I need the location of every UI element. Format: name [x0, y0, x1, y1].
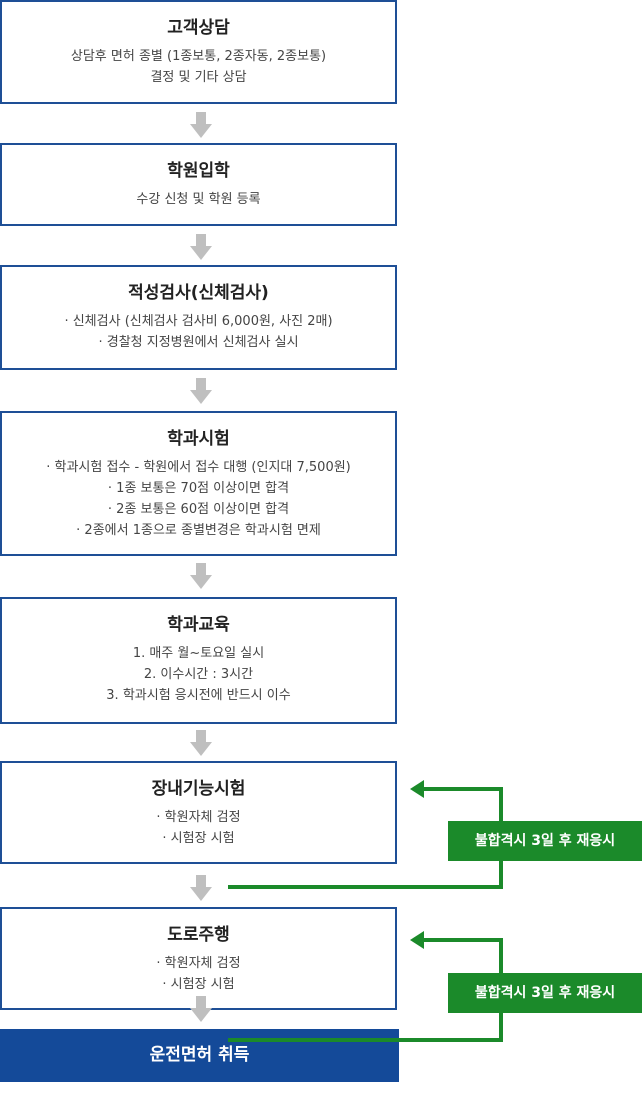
step-line: 수강 신청 및 학원 등록 — [136, 192, 261, 207]
down-arrow-icon — [190, 563, 212, 589]
step-line: · 1종 보통은 70점 이상이면 합격 — [107, 481, 290, 496]
step-enrollment: 학원입학 수강 신청 및 학원 등록 — [0, 143, 397, 226]
down-arrow-icon — [190, 996, 212, 1022]
step-line: 상담후 면허 종별 (1종보통, 2종자동, 2종보통) — [70, 49, 327, 64]
step-title: 학과시험 — [167, 429, 230, 449]
step-aptitude-test: 적성검사(신체검사) · 신체검사 (신체검사 검사비 6,000원, 사진 2… — [0, 265, 397, 370]
down-arrow-icon — [190, 730, 212, 756]
step-line: · 학원자체 검정 — [156, 956, 241, 971]
retry-label-road-test: 불합격시 3일 후 재응시 — [448, 973, 642, 1013]
step-title: 도로주행 — [167, 925, 230, 945]
final-step-license-obtained: 운전면허 취득 — [0, 1029, 399, 1082]
step-line: · 2종 보통은 60점 이상이면 합격 — [107, 502, 290, 517]
step-line: 1. 매주 월~토요일 실시 — [132, 646, 265, 661]
step-line: · 시험장 시험 — [162, 977, 235, 992]
step-line: · 2종에서 1종으로 종별변경은 학과시험 면제 — [76, 523, 321, 538]
step-course-skill-test: 장내기능시험 · 학원자체 검정 · 시험장 시험 — [0, 761, 397, 864]
step-line: 결정 및 기타 상담 — [150, 70, 247, 85]
down-arrow-icon — [190, 378, 212, 404]
step-line: · 학원자체 검정 — [156, 810, 241, 825]
down-arrow-icon — [190, 112, 212, 138]
step-consultation: 고객상담 상담후 면허 종별 (1종보통, 2종자동, 2종보통) 결정 및 기… — [0, 0, 397, 104]
step-title: 고객상담 — [167, 18, 230, 38]
down-arrow-icon — [190, 875, 212, 901]
step-line: 3. 학과시험 응시전에 반드시 이수 — [106, 688, 291, 703]
step-line: · 학과시험 접수 - 학원에서 접수 대행 (인지대 7,500원) — [46, 460, 351, 475]
step-line: · 경찰청 지정병원에서 신체검사 실시 — [98, 335, 299, 350]
step-written-exam: 학과시험 · 학과시험 접수 - 학원에서 접수 대행 (인지대 7,500원)… — [0, 411, 397, 556]
step-title: 적성검사(신체검사) — [128, 283, 269, 303]
step-title: 학원입학 — [167, 161, 230, 181]
step-line: · 신체검사 (신체검사 검사비 6,000원, 사진 2매) — [64, 314, 333, 329]
step-title: 장내기능시험 — [151, 779, 246, 799]
step-line: 2. 이수시간 : 3시간 — [143, 667, 254, 682]
step-line: · 시험장 시험 — [162, 831, 235, 846]
step-classroom-education: 학과교육 1. 매주 월~토요일 실시 2. 이수시간 : 3시간 3. 학과시… — [0, 597, 397, 724]
down-arrow-icon — [190, 234, 212, 260]
step-title: 학과교육 — [167, 615, 230, 635]
retry-label-skill-test: 불합격시 3일 후 재응시 — [448, 821, 642, 861]
